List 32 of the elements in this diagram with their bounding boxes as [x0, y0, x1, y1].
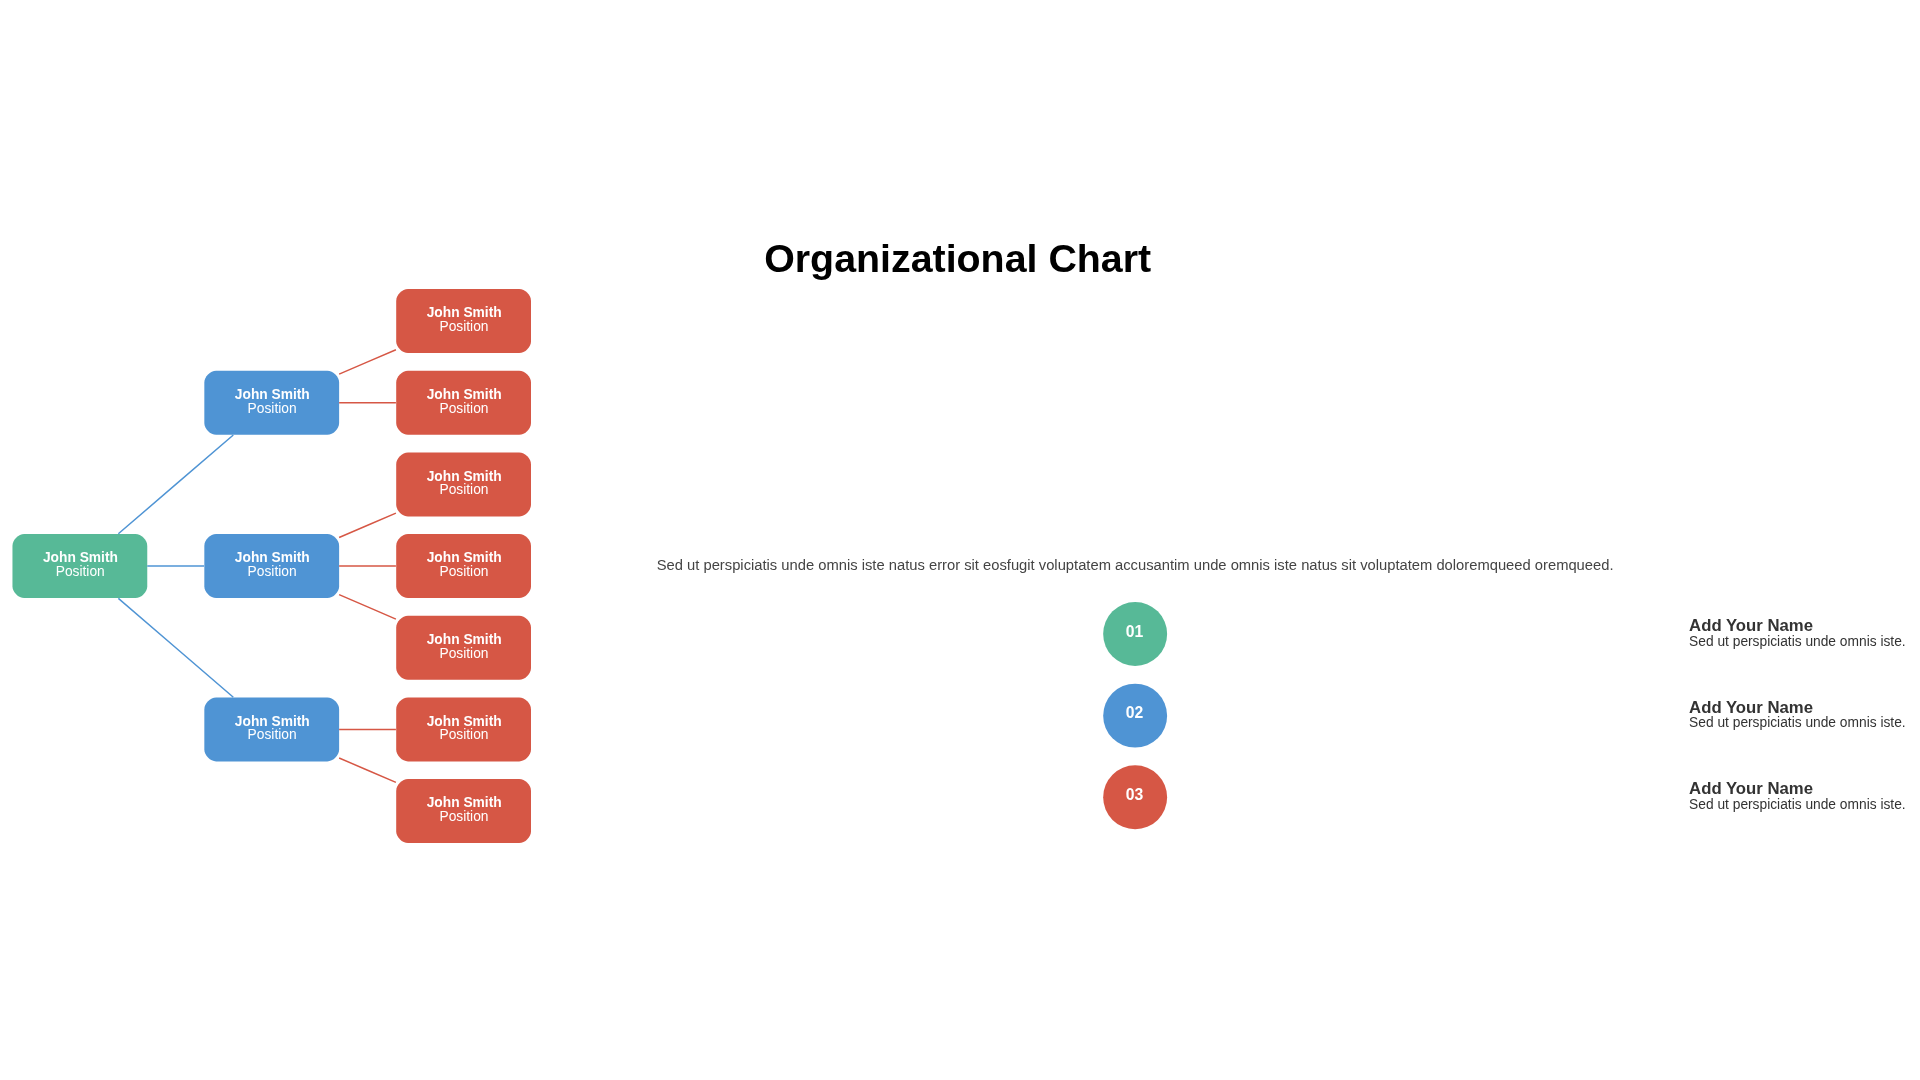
- connector: [338, 728, 397, 730]
- connector: [338, 756, 397, 783]
- node-box: John Smith Position: [396, 370, 531, 435]
- connector: [117, 597, 235, 698]
- node-circle: 02: [1103, 683, 1168, 748]
- node-box: John Smith Position: [12, 533, 148, 598]
- node-box: John Smith Position: [204, 696, 340, 761]
- node-box: John Smith Position: [204, 533, 340, 598]
- node-label: Sed ut perspiciatis unde omnis iste.: [1689, 632, 1906, 648]
- connector: [117, 433, 235, 535]
- label: Sed ut perspiciatis unde omnis iste natus error sit eosfugit voluptatem accusantim unde omnis iste natus sit voluptatem doloremqueed oremqueed.: [656, 556, 1614, 573]
- node-box: John Smith Position: [396, 696, 531, 761]
- node-box: John Smith Position: [204, 370, 340, 435]
- connector: [338, 564, 397, 567]
- node-label: Add Your Name: [1689, 778, 1813, 798]
- node-box: John Smith Position: [396, 288, 531, 353]
- node-circle: 03: [1103, 764, 1168, 829]
- diagram-title: Organizational Chart: [764, 235, 1152, 280]
- connector: [338, 348, 397, 375]
- node-label: Add Your Name: [1689, 615, 1813, 635]
- node-box: John Smith Position: [396, 533, 531, 598]
- connector: [338, 511, 397, 538]
- connector: [338, 401, 397, 403]
- node-box: John Smith Position: [396, 451, 531, 516]
- connector: [338, 593, 397, 620]
- node-box: John Smith Position: [396, 615, 531, 680]
- node-label: Add Your Name: [1689, 697, 1813, 717]
- connector: [146, 564, 205, 567]
- node-label: Sed ut perspiciatis unde omnis iste.: [1689, 714, 1906, 730]
- node-circle: 01: [1103, 601, 1168, 666]
- node-label: Sed ut perspiciatis unde omnis iste.: [1689, 796, 1906, 812]
- node-box: John Smith Position: [396, 778, 531, 843]
